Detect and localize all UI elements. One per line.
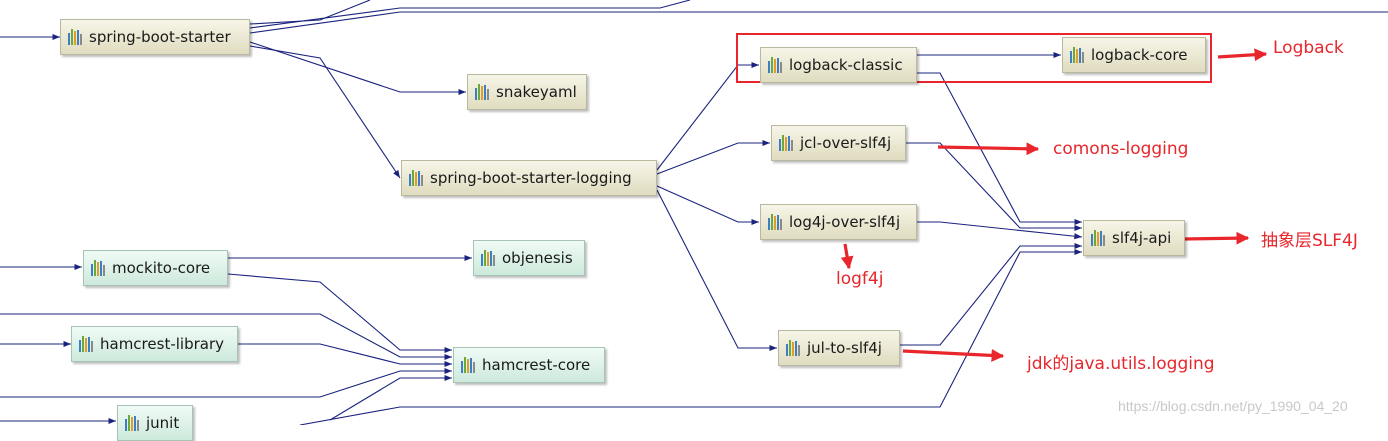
annotation-commons-logging: comons-logging [1053,139,1189,159]
red-arrow-icon [937,142,1040,156]
node-label: logback-core [1091,46,1188,64]
node-hamcrest-core[interactable]: hamcrest-core [453,347,605,383]
edge-out-top-3 [249,11,1388,34]
node-label: logback-classic [789,56,903,74]
node-mockito-core[interactable]: mockito-core [83,250,228,286]
edge-library-hamcrest [238,343,452,368]
edge-out-top-2 [249,0,691,29]
edge-mockito-hamcrest [227,273,452,354]
node-label: log4j-over-slf4j [789,213,901,231]
node-spring-boot-starter-logging[interactable]: spring-boot-starter-logging [401,160,657,196]
red-arrow-icon [840,243,854,270]
edge-jul-slf4j [900,242,1082,346]
edge-starter-logging [249,45,401,179]
edge-junit-hamcrest [329,374,452,421]
annotation-log4j: logf4j [836,269,884,289]
edge-jcl-slf4j [906,142,1082,232]
maven-artifact-icon [475,84,490,100]
node-label: jul-to-slf4j [807,339,882,357]
node-objenesis[interactable]: objenesis [473,240,585,276]
node-label: objenesis [502,249,573,267]
node-label: mockito-core [112,259,211,277]
maven-artifact-icon [79,336,94,352]
node-label: snakeyaml [496,83,577,101]
edge-logging-jcl [656,139,770,175]
watermark: https://blog.csdn.net/py_1990_04_20 [1118,398,1348,414]
maven-artifact-icon [409,170,424,186]
red-arrow-icon [1217,48,1268,62]
node-label: hamcrest-library [100,335,224,353]
maven-artifact-icon [779,135,794,151]
edge-logging-logback-classic [656,61,759,171]
annotation-jul: jdk的java.utils.logging [1027,354,1215,374]
node-label: spring-boot-starter-logging [430,169,632,187]
node-junit[interactable]: junit [117,405,193,441]
logback-highlight-box [736,33,1212,83]
node-label: spring-boot-starter [89,28,231,46]
dependency-edges [0,0,1388,425]
node-spring-boot-starter[interactable]: spring-boot-starter [60,19,250,55]
maven-artifact-icon [461,357,476,373]
edge-starter-snakeyaml [249,41,466,96]
node-logback-classic[interactable]: logback-classic [760,47,917,83]
node-hamcrest-library[interactable]: hamcrest-library [71,326,238,362]
maven-artifact-icon [481,250,496,266]
maven-artifact-icon [68,29,83,45]
maven-artifact-icon [1091,230,1106,246]
edge-logging-log4j [656,185,759,226]
edge-in-b-hamcrest [0,367,452,398]
node-log4j-over-slf4j[interactable]: log4j-over-slf4j [760,204,917,240]
maven-artifact-icon [768,214,783,230]
annotation-slf4j-layer: 抽象层SLF4J [1261,231,1358,251]
maven-artifact-icon [125,415,140,431]
node-label: jcl-over-slf4j [800,134,892,152]
edge-in-a-hamcrest [0,313,452,361]
node-jcl-over-slf4j[interactable]: jcl-over-slf4j [771,125,906,161]
node-label: hamcrest-core [482,356,591,374]
node-snakeyaml[interactable]: snakeyaml [467,74,587,110]
red-arrow-icon [1183,231,1250,245]
node-label: junit [146,414,180,432]
annotation-logback: Logback [1273,38,1344,58]
node-label: slf4j-api [1112,229,1172,247]
maven-artifact-icon [1070,47,1085,63]
red-arrow-icon [902,349,1005,362]
maven-artifact-icon [91,260,106,276]
maven-artifact-icon [768,57,783,73]
edge-logging-jul [656,189,777,352]
maven-artifact-icon [786,340,801,356]
edge-out-top-1 [249,0,371,25]
node-jul-to-slf4j[interactable]: jul-to-slf4j [778,330,900,366]
node-logback-core[interactable]: logback-core [1062,37,1206,73]
node-slf4j-api[interactable]: slf4j-api [1083,220,1185,256]
edge-log4j-slf4j [917,221,1083,240]
edge-junit-slf4j [299,248,1082,425]
